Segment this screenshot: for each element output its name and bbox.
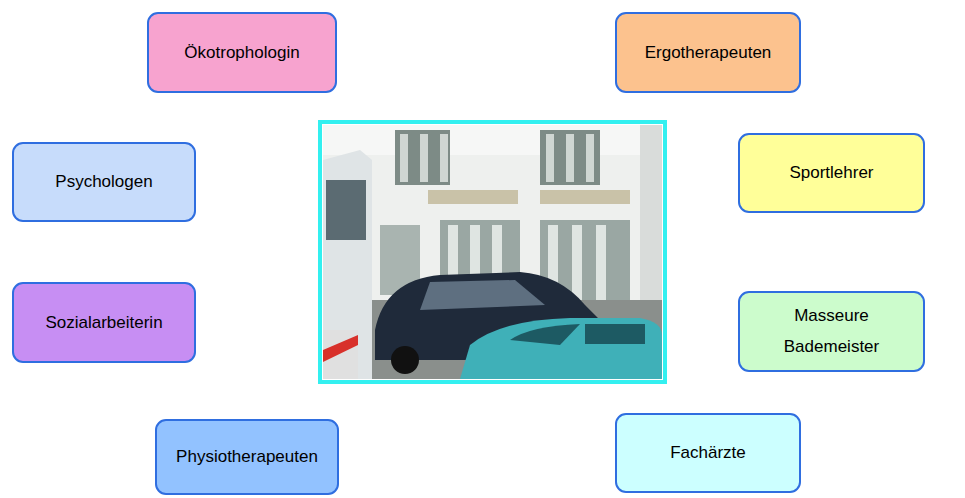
role-box: Ergotherapeuten [615, 12, 801, 93]
role-label: Ergotherapeuten [645, 42, 772, 63]
role-box: Fachärzte [615, 413, 801, 493]
role-box: Masseure Bademeister [738, 291, 925, 372]
role-label: Physiotherapeuten [176, 446, 318, 467]
role-box: Physiotherapeuten [155, 419, 339, 495]
role-label: Sportlehrer [789, 162, 873, 183]
role-label: Fachärzte [670, 442, 746, 463]
role-box: Sportlehrer [738, 133, 925, 213]
role-box: Psychologen [12, 142, 196, 222]
role-label: Sozialarbeiterin [45, 312, 162, 333]
role-label: Psychologen [55, 171, 152, 192]
role-box: Sozialarbeiterin [12, 282, 196, 363]
role-label: Ökotrophologin [184, 42, 299, 63]
role-box: Ökotrophologin [147, 12, 337, 93]
role-label: Masseure Bademeister [772, 301, 892, 362]
